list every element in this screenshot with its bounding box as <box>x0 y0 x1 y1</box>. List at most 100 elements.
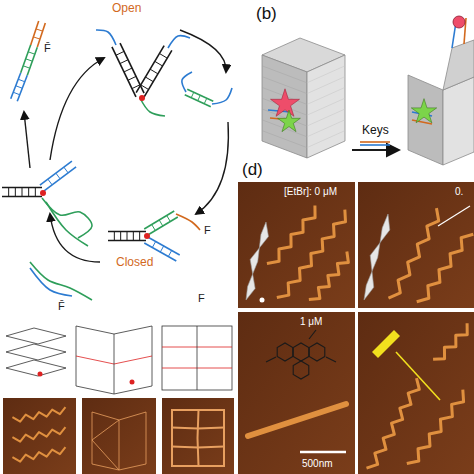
bond <box>309 330 316 339</box>
base-pair <box>26 59 33 61</box>
dna-helix <box>40 161 76 191</box>
helix-strand <box>185 95 211 107</box>
green-star <box>278 110 301 132</box>
helix-strand <box>40 161 72 185</box>
cycle-arrow <box>24 112 30 168</box>
ring-bond <box>293 343 309 361</box>
marker-dot <box>40 190 46 196</box>
ring-bond <box>293 361 309 379</box>
white-dot <box>260 298 265 303</box>
twisted-ribbon <box>246 222 268 300</box>
single-strand <box>30 262 92 300</box>
dna-helix <box>11 73 28 102</box>
figure-label: F <box>198 292 205 305</box>
panel-letter: (b) <box>256 4 277 24</box>
afm-ribbon <box>198 410 199 466</box>
base-pair <box>141 85 149 90</box>
ring-bond <box>309 343 325 361</box>
base-pair <box>139 232 140 241</box>
cycle-arrow <box>196 122 228 214</box>
base-pair <box>198 95 201 100</box>
yellow-marker <box>372 330 400 358</box>
afm-image <box>358 182 474 308</box>
base-pair <box>28 52 35 54</box>
single-strand <box>212 88 232 104</box>
base-pair <box>56 173 60 179</box>
afm-ribbon <box>267 205 315 263</box>
single-strand <box>360 141 390 143</box>
box-face <box>307 55 345 158</box>
green-star <box>411 99 436 123</box>
base-pair <box>159 54 167 59</box>
bond <box>266 357 276 362</box>
afm-ribbon <box>12 447 65 462</box>
box-hatch <box>307 66 345 83</box>
bond <box>326 357 336 362</box>
helix-strand <box>112 47 136 97</box>
afm-ribbon <box>309 252 349 300</box>
afm-ribbon <box>277 210 346 298</box>
figure-label: 0. <box>455 186 463 198</box>
afm-image <box>238 312 355 474</box>
base-pair <box>13 92 20 95</box>
base-pair <box>152 241 155 247</box>
helix-strand <box>187 89 213 101</box>
base-pair <box>114 232 115 241</box>
base-pair <box>150 69 158 74</box>
origami-box <box>262 16 474 165</box>
figure-label: Closed <box>116 256 153 270</box>
helix-strand <box>148 217 178 235</box>
cycle-arrow <box>180 30 226 72</box>
schematic-line <box>76 326 152 394</box>
box-face <box>443 77 474 165</box>
box-hatch <box>307 87 345 104</box>
single-strand <box>176 214 200 230</box>
afm-structure <box>92 420 119 470</box>
figure-label: Keys <box>362 124 389 138</box>
box-face <box>262 55 307 158</box>
figure-label: 1 μM <box>300 316 322 328</box>
base-pair <box>22 188 23 197</box>
dna-helix <box>31 21 46 47</box>
afm-image <box>238 182 355 308</box>
afm-panels <box>238 182 474 474</box>
base-pair <box>155 61 163 66</box>
dna-helix <box>136 46 172 98</box>
afm-ribbon <box>367 378 420 468</box>
figure-label: 500nm <box>302 458 333 470</box>
marker-dot <box>139 95 145 101</box>
base-pair <box>133 232 134 241</box>
keys-arrow <box>352 149 398 151</box>
base-pair <box>159 220 163 226</box>
box-hatch <box>307 109 345 126</box>
afm-image <box>3 398 76 474</box>
base-pair <box>64 167 68 173</box>
base-pair <box>36 29 43 31</box>
base-pair <box>168 250 171 256</box>
origami-schematics <box>6 326 232 394</box>
figure-label: F̄ <box>58 300 65 313</box>
single-strand <box>96 30 116 45</box>
base-pair <box>23 66 30 68</box>
base-pair <box>120 232 121 241</box>
figure-label: Open <box>112 2 141 16</box>
base-pair <box>191 92 194 97</box>
box-face <box>443 40 474 90</box>
single-strand <box>168 36 190 48</box>
afm-ribbon <box>248 404 346 436</box>
helix-strand <box>136 46 164 93</box>
single-strand <box>360 144 390 146</box>
panel-letter: (d) <box>242 160 263 180</box>
yellow-line <box>396 352 440 400</box>
ring-bond <box>277 343 293 361</box>
dna-helix <box>2 188 42 197</box>
marker-dot <box>130 380 135 385</box>
box-hatch <box>307 131 345 148</box>
figure-label: [EtBr]: 0 μM <box>284 186 337 198</box>
base-pair <box>15 188 16 197</box>
base-pair <box>116 51 124 55</box>
afm-ribbon <box>12 427 65 442</box>
base-pair <box>145 77 153 82</box>
